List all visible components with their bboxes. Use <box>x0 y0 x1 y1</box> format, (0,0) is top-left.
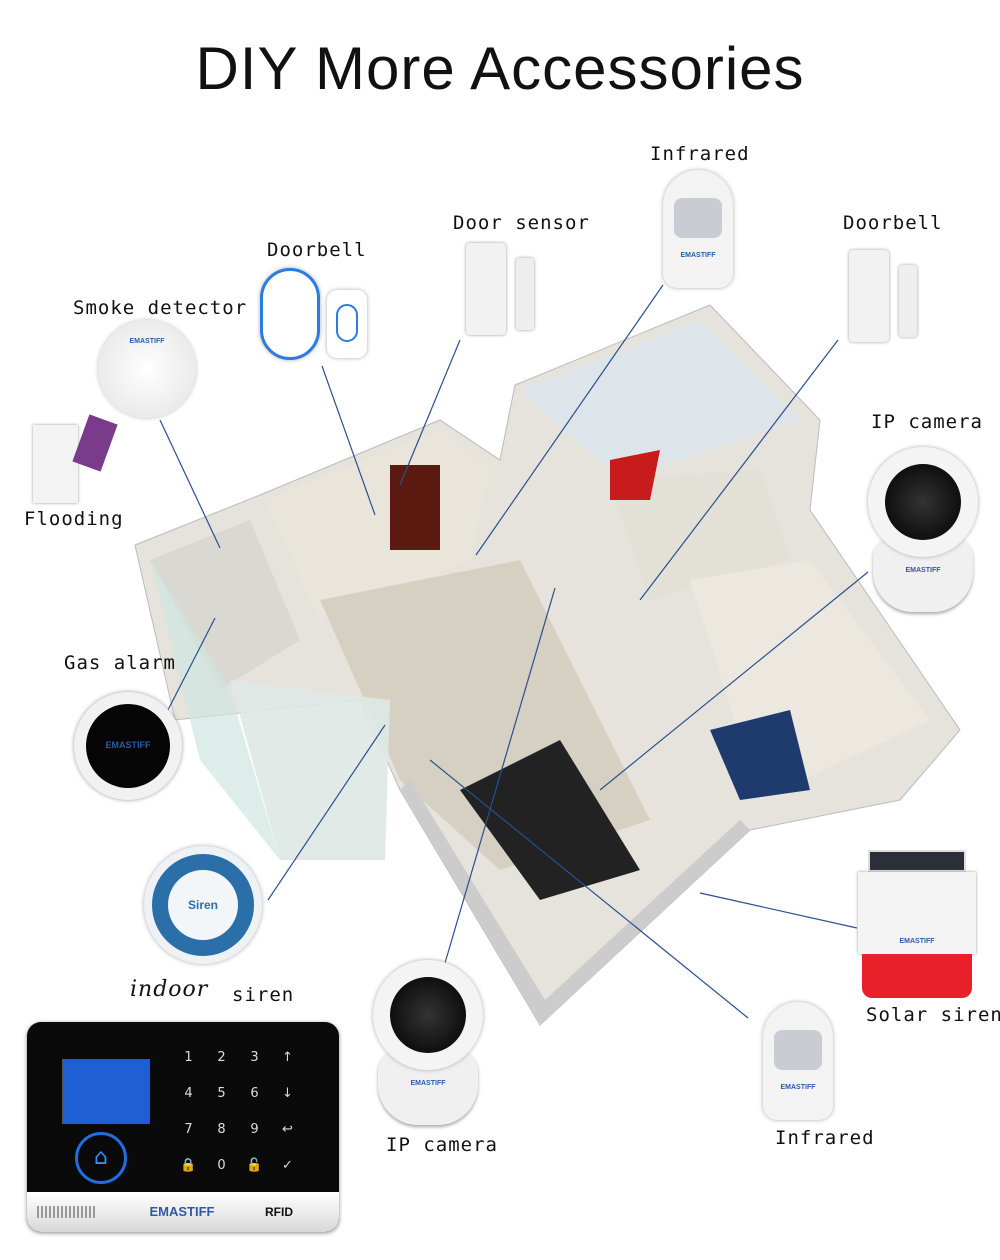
keypad-key[interactable]: 2 <box>217 1050 226 1065</box>
ip-camera-bottom: EMASTIFF <box>373 960 483 1125</box>
label-ip-camera-bottom: IP camera <box>386 1134 498 1156</box>
ip-camera-right: EMASTIFF <box>868 447 978 612</box>
indoor-siren: Siren <box>144 846 262 964</box>
keypad-key[interactable]: 1 <box>184 1050 193 1065</box>
keypad-key[interactable]: 8 <box>217 1122 226 1137</box>
label-solar-siren: Solar siren <box>866 1004 1000 1026</box>
label-ip-camera-right: IP camera <box>871 411 983 433</box>
label-doorbell-left: Doorbell <box>267 239 367 261</box>
door-sensor <box>466 243 506 335</box>
keypad-key[interactable]: 6 <box>250 1086 259 1101</box>
label-indoor: indoor <box>130 977 209 1002</box>
label-siren: siren <box>232 984 295 1006</box>
keypad-key[interactable]: 5 <box>217 1086 226 1101</box>
keypad-key[interactable]: 3 <box>250 1050 259 1065</box>
label-door-sensor: Door sensor <box>453 212 590 234</box>
gas-alarm: EMASTIFF <box>74 692 182 800</box>
page-title: DIY More Accessories <box>195 35 805 102</box>
keypad: 1 2 3 ↑ 4 5 6 ↓ 7 8 9 ↩ 🔒 0 🔓 ✓ <box>172 1050 322 1180</box>
flood-sensor <box>33 425 78 503</box>
panel-brand: EMASTIFF <box>149 1204 215 1219</box>
solar-siren: EMASTIFF <box>858 850 976 998</box>
panel-bottom-bar: EMASTIFF RFID <box>27 1192 339 1232</box>
label-gas-alarm: Gas alarm <box>64 652 176 674</box>
label-doorbell-right: Doorbell <box>843 212 943 234</box>
keypad-key[interactable]: 7 <box>184 1122 193 1137</box>
label-infrared-bottom: Infrared <box>775 1127 875 1149</box>
keypad-key[interactable]: ↓ <box>282 1086 293 1101</box>
label-infrared-top: Infrared <box>650 143 750 165</box>
doorbell-magnet-right <box>899 265 917 337</box>
keypad-key[interactable]: 4 <box>184 1086 193 1101</box>
doorbell-sensor-right <box>849 250 889 342</box>
keypad-key[interactable]: ✓ <box>282 1158 293 1173</box>
door-sensor-magnet <box>516 258 534 330</box>
keypad-key[interactable]: 9 <box>250 1122 259 1137</box>
connector-lines <box>159 284 869 1019</box>
infrared-sensor-top: EMASTIFF <box>663 170 733 288</box>
smoke-detector: EMASTIFF <box>98 320 196 418</box>
label-flooding: Flooding <box>24 508 124 530</box>
home-button-icon: ⌂ <box>75 1132 127 1184</box>
rfid-logo: RFID <box>265 1205 293 1219</box>
label-smoke-detector: Smoke detector <box>73 297 248 319</box>
panel-screen <box>62 1059 150 1124</box>
keypad-key[interactable]: 0 <box>217 1158 226 1173</box>
alarm-control-panel: ⌂ 1 2 3 ↑ 4 5 6 ↓ 7 8 9 ↩ 🔒 0 🔓 ✓ EMASTIFF RFID <box>27 1022 339 1232</box>
keypad-key[interactable]: 🔓 <box>246 1158 263 1173</box>
speaker-grille <box>37 1206 97 1218</box>
house-floorplan <box>134 304 961 1026</box>
infrared-sensor-bottom: EMASTIFF <box>763 1002 833 1120</box>
doorbell-receiver <box>260 268 320 360</box>
keypad-key[interactable]: 🔒 <box>180 1158 197 1173</box>
doorbell-button <box>327 290 367 358</box>
keypad-key[interactable]: ↑ <box>282 1050 293 1065</box>
keypad-key[interactable]: ↩ <box>282 1122 293 1137</box>
